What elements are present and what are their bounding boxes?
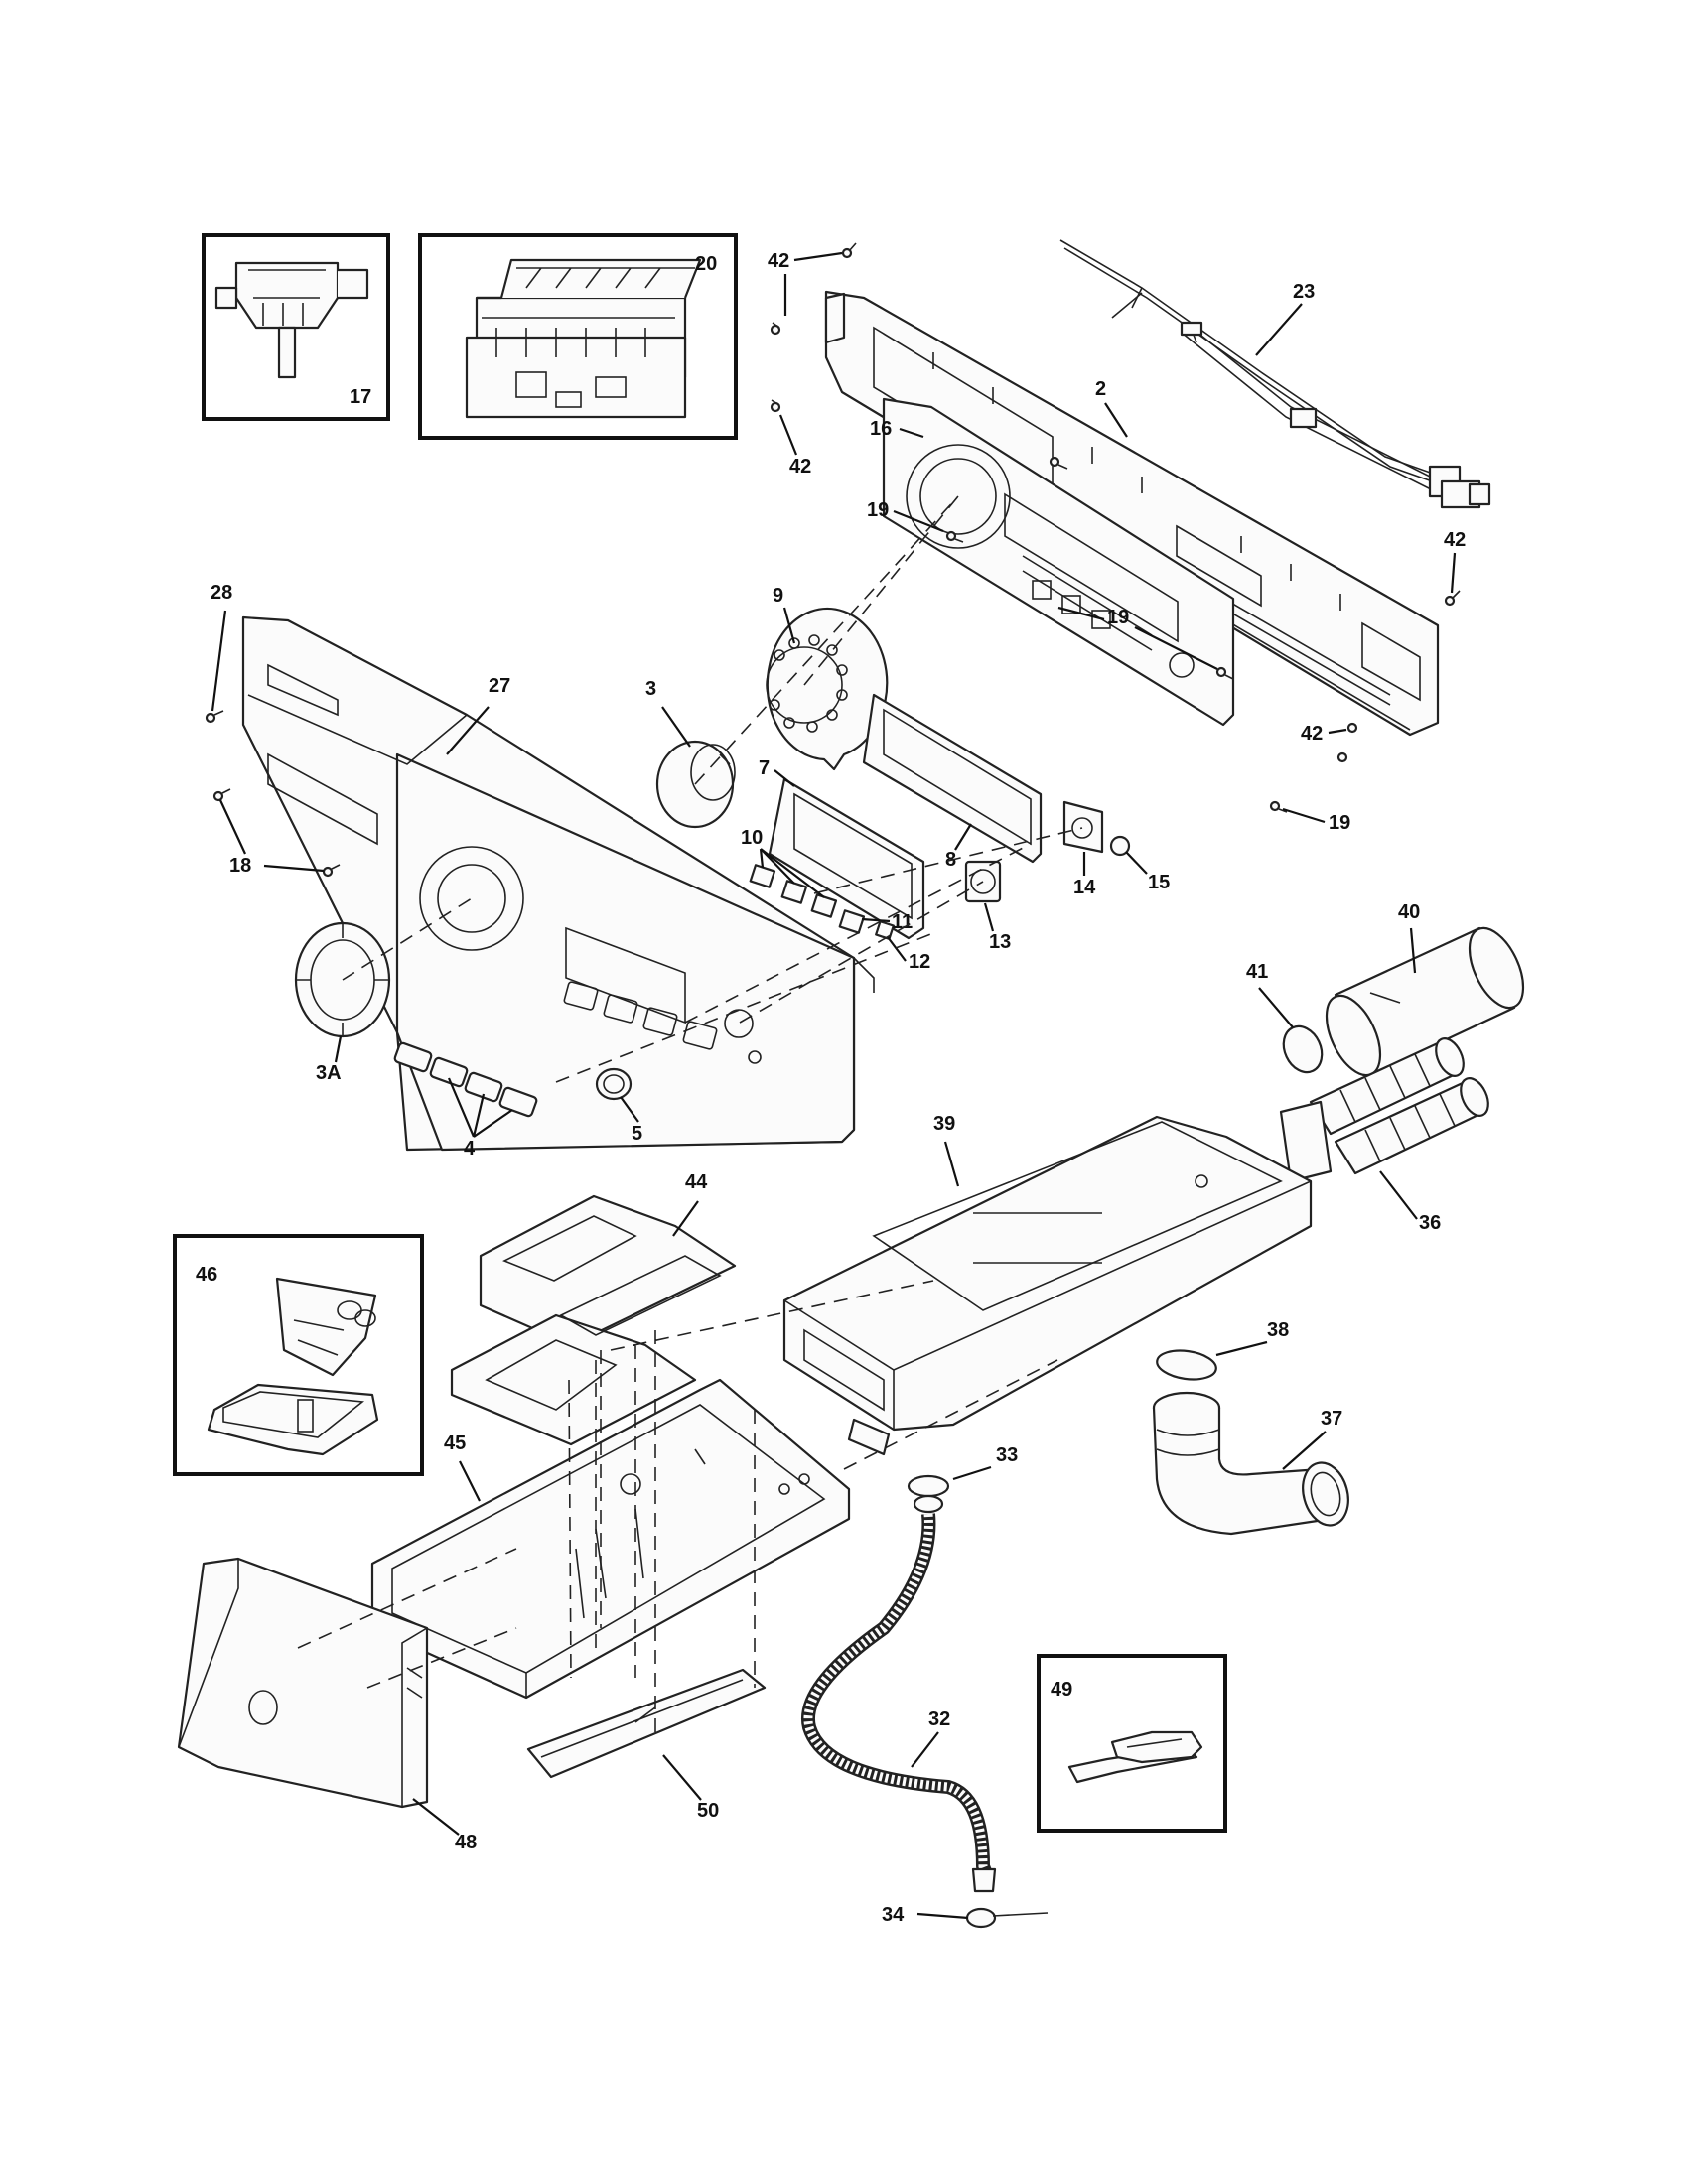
callout-40: 40	[1398, 901, 1420, 923]
callout-41: 41	[1246, 961, 1268, 983]
callout-23: 23	[1293, 281, 1315, 303]
callout-36: 36	[1419, 1212, 1441, 1234]
callout-32: 32	[928, 1708, 950, 1730]
button-caps-4	[393, 1041, 538, 1118]
callout-42-c: 42	[1444, 529, 1466, 551]
callout-10: 10	[741, 827, 763, 849]
dispenser-housing-39	[782, 1115, 1313, 1456]
callout-42-a: 42	[768, 250, 789, 272]
callout-9: 9	[773, 585, 783, 607]
callout-19-a: 19	[867, 499, 889, 521]
callout-20: 20	[695, 253, 717, 275]
callout-44: 44	[685, 1171, 708, 1193]
console-bracket-2	[824, 290, 1440, 737]
callout-17: 17	[350, 386, 371, 408]
dispenser-drawer-45	[370, 1378, 851, 1700]
drawer-front-48	[177, 1557, 429, 1809]
control-board-part	[465, 258, 702, 419]
callout-5: 5	[632, 1123, 642, 1145]
callout-7: 7	[759, 757, 770, 779]
callout-3a: 3A	[316, 1062, 342, 1084]
pressure-switch-part	[214, 261, 369, 379]
inset-17: 17	[202, 233, 390, 421]
drawer-insert-44	[450, 1194, 737, 1446]
selector-switch-14	[1062, 800, 1104, 854]
callout-14: 14	[1073, 877, 1096, 898]
callout-48: 48	[455, 1832, 477, 1853]
o-ring-41	[1282, 1024, 1324, 1074]
siphon-clip-part	[1067, 1730, 1203, 1784]
clip-34	[965, 1907, 1049, 1929]
clamp-33	[907, 1474, 950, 1498]
inlet-valves-36	[1279, 1037, 1489, 1183]
wire-harness-23	[1059, 239, 1491, 509]
callout-27: 27	[489, 675, 510, 697]
buttons-10	[749, 864, 895, 940]
callout-46: 46	[196, 1264, 217, 1286]
display-lens-8	[862, 693, 1043, 864]
callout-4: 4	[464, 1138, 476, 1160]
callout-50: 50	[697, 1800, 719, 1822]
callout-19-b: 19	[1107, 607, 1129, 628]
detergent-cup-part	[207, 1277, 379, 1456]
callout-34: 34	[882, 1904, 905, 1926]
display-frame-7	[768, 777, 925, 940]
callout-28: 28	[211, 582, 232, 604]
callout-45: 45	[444, 1433, 466, 1454]
inset-20: 20	[418, 233, 738, 440]
knob-15	[1109, 835, 1131, 857]
callout-19-c: 19	[1329, 812, 1350, 834]
screws-42	[770, 242, 1461, 763]
callout-12: 12	[909, 951, 930, 973]
filter-tube-40	[1325, 926, 1525, 1077]
clamp-38	[1156, 1349, 1217, 1381]
inset-46: 46	[173, 1234, 424, 1476]
elbow-hose-37	[1152, 1391, 1349, 1536]
screws-19	[945, 456, 1288, 813]
callout-38: 38	[1267, 1319, 1289, 1341]
callout-11: 11	[892, 911, 913, 933]
callout-16: 16	[870, 418, 892, 440]
callout-3: 3	[645, 678, 656, 700]
callout-33: 33	[996, 1444, 1018, 1466]
callout-15: 15	[1148, 872, 1170, 893]
drain-hose-32	[800, 1494, 997, 1893]
screws-28-18	[205, 710, 341, 878]
callout-13: 13	[989, 931, 1011, 953]
callout-49: 49	[1051, 1679, 1072, 1701]
callout-42-b: 42	[789, 456, 811, 478]
callout-37: 37	[1321, 1408, 1342, 1430]
ring-5	[595, 1067, 633, 1101]
tray-50	[526, 1668, 767, 1779]
control-housing-16	[882, 397, 1235, 727]
callout-18: 18	[229, 855, 251, 877]
console-panel-27	[241, 615, 875, 1152]
callout-39: 39	[933, 1113, 955, 1135]
inset-49: 49	[1037, 1654, 1227, 1833]
callout-42-d: 42	[1301, 723, 1323, 745]
callout-2: 2	[1095, 378, 1106, 400]
